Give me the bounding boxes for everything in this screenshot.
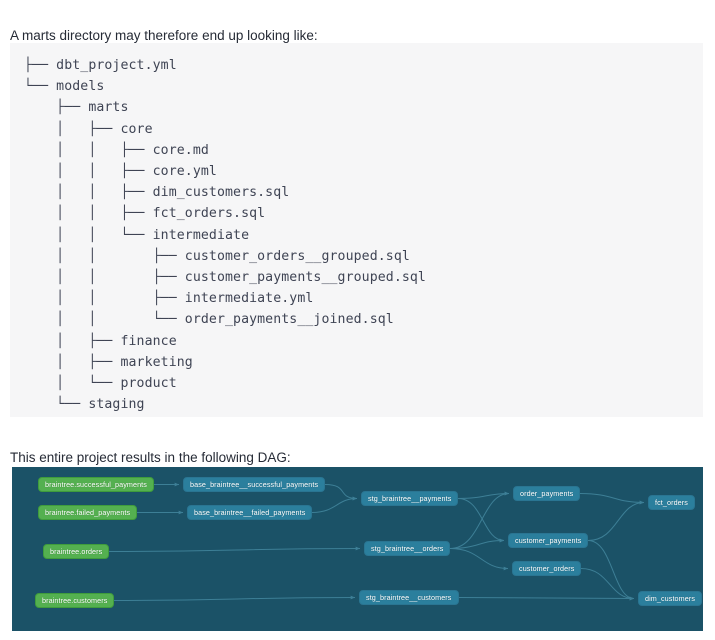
dag-edge-layer [108, 482, 645, 601]
dag-node-label: stg_braintree__orders [371, 543, 444, 553]
dag-node-braintree_successful_payments[interactable]: braintree.successful_payments [38, 477, 154, 492]
dag-node-label: dim_customers [645, 593, 696, 603]
dag-edge-customer_payments-to-fct_orders [587, 500, 645, 541]
dag-paragraph: This entire project results in the follo… [10, 449, 291, 465]
dag-node-label: braintree.successful_payments [45, 479, 147, 489]
dag-edge-stg_braintree_customers-to-dim_customers [458, 596, 635, 601]
dag-node-label: braintree.failed_payments [45, 507, 131, 517]
dag-node-base_braintree_successful_payments[interactable]: base_braintree__successful_payments [183, 477, 326, 492]
dag-node-stg_braintree_customers[interactable]: stg_braintree__customers [359, 590, 459, 605]
dag-node-braintree_customers[interactable]: braintree.customers [35, 593, 115, 608]
dag-node-stg_braintree_payments[interactable]: stg_braintree__payments [361, 491, 459, 506]
dag-node-label: base_braintree__successful_payments [190, 479, 319, 489]
dag-edge-stg_braintree_orders-to-order_payments [449, 491, 510, 549]
dag-edge-stg_braintree_orders-to-customer_payments [449, 538, 505, 549]
dag-edge-stg_braintree_payments-to-order_payments [457, 491, 510, 499]
dag-node-label: stg_braintree__payments [368, 493, 452, 503]
dag-node-fct_orders[interactable]: fct_orders [648, 495, 695, 510]
dag-node-braintree_orders[interactable]: braintree.orders [43, 544, 110, 559]
dag-edge-braintree_customers-to-stg_braintree_customers [113, 595, 356, 601]
dag-node-customer_payments[interactable]: customer_payments [508, 533, 589, 548]
dag-edge-braintree_orders-to-stg_braintree_orders [108, 546, 361, 552]
dag-node-label: customer_payments [515, 535, 582, 545]
dag-edge-stg_braintree_payments-to-customer_payments [457, 498, 505, 543]
directory-tree-code-block: ├── dbt_project.yml └── models ├── marts… [10, 43, 703, 417]
dag-node-label: order_payments [520, 488, 574, 498]
directory-tree-text: ├── dbt_project.yml └── models ├── marts… [24, 58, 426, 413]
dag-node-dim_customers[interactable]: dim_customers [638, 591, 703, 606]
dag-diagram[interactable]: braintree.successful_payments braintree.f… [12, 467, 703, 631]
dag-node-label: base_braintree__failed_payments [194, 507, 306, 517]
dag-edge-base_braintree_failed_payments-to-stg_braintree_payments [311, 496, 358, 513]
dag-edge-base_braintree_successful_payments-to-stg_braintree_payments [324, 484, 358, 501]
dag-node-label: braintree.orders [50, 546, 103, 556]
dag-edge-customer_payments-to-dim_customers [587, 540, 635, 601]
dag-node-base_braintree_failed_payments[interactable]: base_braintree__failed_payments [187, 505, 313, 520]
dag-node-customer_orders[interactable]: customer_orders [512, 561, 582, 576]
dag-edge-order_payments-to-fct_orders [579, 493, 645, 505]
dag-node-label: fct_orders [655, 497, 688, 507]
dag-node-label: stg_braintree__customers [366, 592, 452, 602]
dag-edge-stg_braintree_orders-to-customer_orders [449, 548, 509, 571]
dag-node-order_payments[interactable]: order_payments [513, 486, 581, 501]
dag-node-braintree_failed_payments[interactable]: braintree.failed_payments [38, 505, 138, 520]
dag-edge-customer_orders-to-dim_customers [580, 568, 635, 601]
dag-node-label: braintree.customers [42, 595, 108, 605]
intro-paragraph: A marts directory may therefore end up l… [10, 27, 318, 43]
dag-node-label: customer_orders [519, 563, 575, 573]
dag-node-stg_braintree_orders[interactable]: stg_braintree__orders [364, 541, 451, 556]
